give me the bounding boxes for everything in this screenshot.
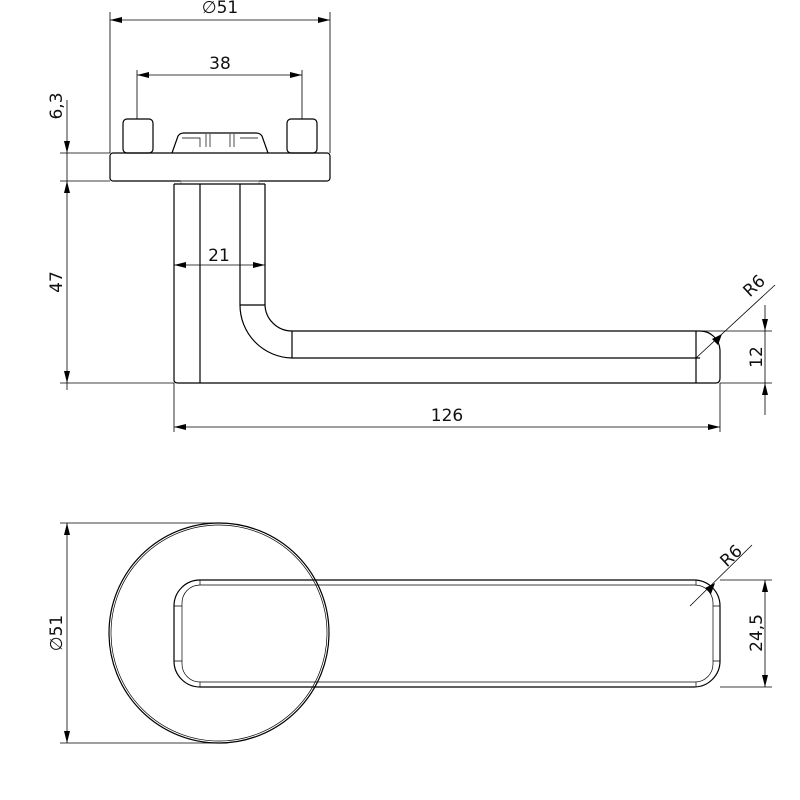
dim-top-rose-diameter: ∅51 — [47, 615, 67, 651]
rose-plate — [109, 152, 331, 182]
lever-inner-edge — [181, 584, 714, 683]
dim-length: 126 — [431, 406, 463, 426]
handle-edges — [199, 184, 700, 383]
dim-rose-thickness: 6,3 — [47, 92, 67, 119]
boss-detail — [182, 134, 258, 147]
right-pin — [286, 118, 318, 154]
spindle-boss — [171, 132, 269, 154]
dim-lever-thickness: 12 — [747, 346, 767, 368]
rose-outer — [108, 522, 330, 744]
dim-top-tip-radius: R6 — [716, 541, 746, 571]
dim-pin-spacing: 38 — [209, 54, 231, 74]
top-view: ∅51 R6 24,5 — [47, 522, 772, 744]
side-dimensions: ∅51 38 6,3 47 21 R6 12 126 — [47, 0, 776, 432]
lever-outline — [173, 579, 721, 688]
rose-inner — [110, 524, 328, 742]
handle-outline — [173, 183, 721, 384]
dim-lever-width: 24,5 — [747, 614, 767, 652]
dim-height: 47 — [47, 271, 67, 293]
dim-tip-radius: R6 — [739, 271, 769, 301]
top-dimensions: ∅51 R6 24,5 — [47, 522, 772, 744]
left-pin — [122, 118, 154, 154]
dim-neck-width: 21 — [208, 246, 230, 266]
side-view: ∅51 38 6,3 47 21 R6 12 126 — [47, 0, 776, 432]
dim-rose-diameter: ∅51 — [202, 0, 238, 18]
